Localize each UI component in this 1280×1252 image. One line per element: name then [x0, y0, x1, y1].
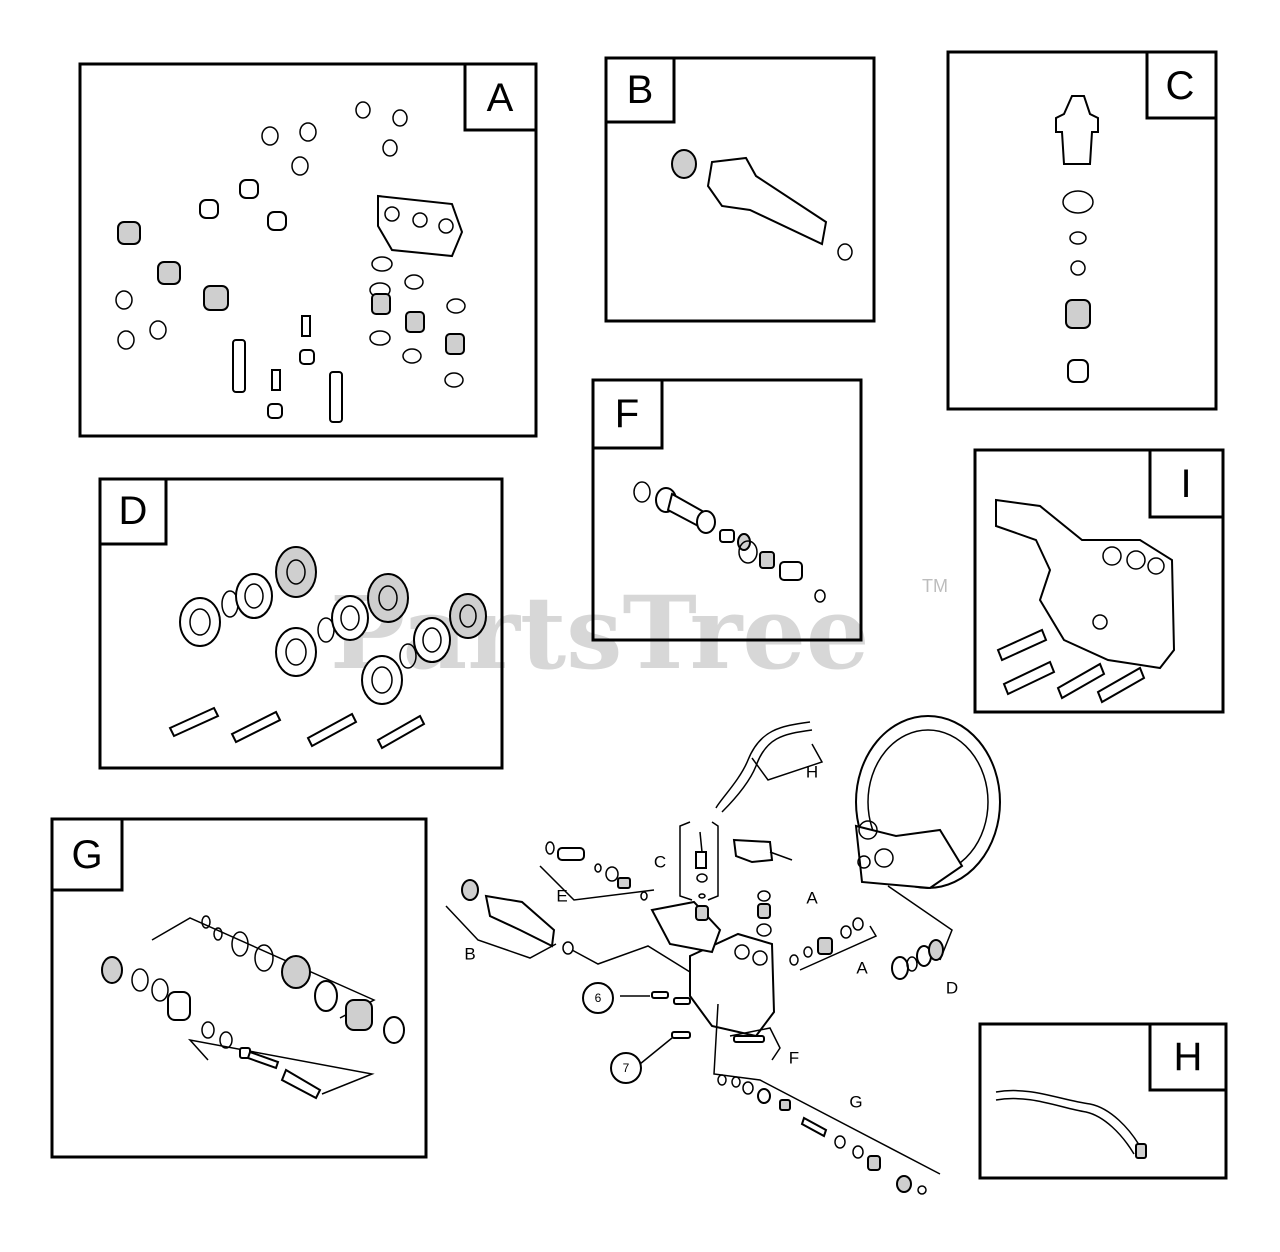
panel-d[interactable]: D [98, 477, 504, 770]
panel-d-frame [98, 477, 504, 770]
panel-i-frame [973, 448, 1225, 714]
callout-h: H [806, 763, 818, 782]
panel-f-frame [591, 378, 863, 642]
panel-h-parts [995, 1089, 1147, 1159]
callout-a-lower: A [856, 959, 868, 978]
panel-b-parts [671, 149, 853, 261]
panel-a-frame [78, 62, 538, 438]
panel-b-label-box [604, 56, 676, 124]
panel-a-label-box [463, 62, 538, 132]
watermark-text: PartsTree [330, 574, 870, 692]
ref-circle-6 [582, 982, 614, 1014]
panel-b[interactable]: B [604, 56, 876, 323]
callout-g: G [849, 1093, 862, 1112]
callout-b: B [464, 945, 475, 964]
panel-a-parts [115, 101, 466, 423]
crankcase [854, 715, 1001, 890]
panel-g-label-box [50, 817, 124, 892]
panel-g-frame [50, 817, 428, 1159]
panel-h[interactable]: H [978, 1022, 1228, 1180]
panel-h-frame [978, 1022, 1228, 1180]
panel-h-label: H [1174, 1035, 1203, 1079]
panel-b-frame [604, 56, 876, 323]
panel-g-label: G [71, 833, 102, 877]
panel-a-label: A [487, 76, 514, 120]
panel-a[interactable]: A [78, 62, 538, 438]
callout-e: E [556, 887, 567, 906]
panel-d-parts [168, 546, 487, 750]
panel-g[interactable]: G [50, 817, 428, 1159]
panel-c-label-box [1145, 50, 1218, 120]
hose [715, 721, 811, 809]
panel-d-label-box [98, 477, 168, 546]
panel-f-parts [633, 481, 826, 603]
panel-i-parts [995, 498, 1176, 704]
callout-a-upper: A [806, 889, 818, 908]
ref-number-7: 7 [623, 1061, 630, 1075]
panel-c-parts [1055, 95, 1099, 383]
panel-c[interactable]: C [946, 50, 1218, 411]
main-assembly: H C E A B A D F G 6 7 [445, 715, 1001, 1195]
panel-h-label-box [1148, 1022, 1228, 1092]
panel-c-frame [946, 50, 1218, 411]
panel-f-label-box [591, 378, 664, 450]
callout-d: D [946, 979, 958, 998]
panel-g-parts [101, 915, 405, 1100]
ref-circle-7 [610, 1052, 642, 1084]
panel-c-label: C [1166, 64, 1195, 108]
panel-i-label-box [1148, 448, 1225, 519]
watermark-trademark: TM [922, 576, 948, 596]
ref-number-6: 6 [595, 991, 602, 1005]
panel-d-label: D [119, 489, 148, 533]
panel-f[interactable]: F [591, 378, 863, 642]
panel-i[interactable]: I [973, 448, 1225, 714]
panel-b-label: B [627, 68, 654, 112]
callout-f: F [789, 1049, 799, 1068]
callout-c: C [654, 853, 666, 872]
panel-i-label: I [1180, 462, 1191, 506]
panel-f-label: F [615, 392, 639, 436]
